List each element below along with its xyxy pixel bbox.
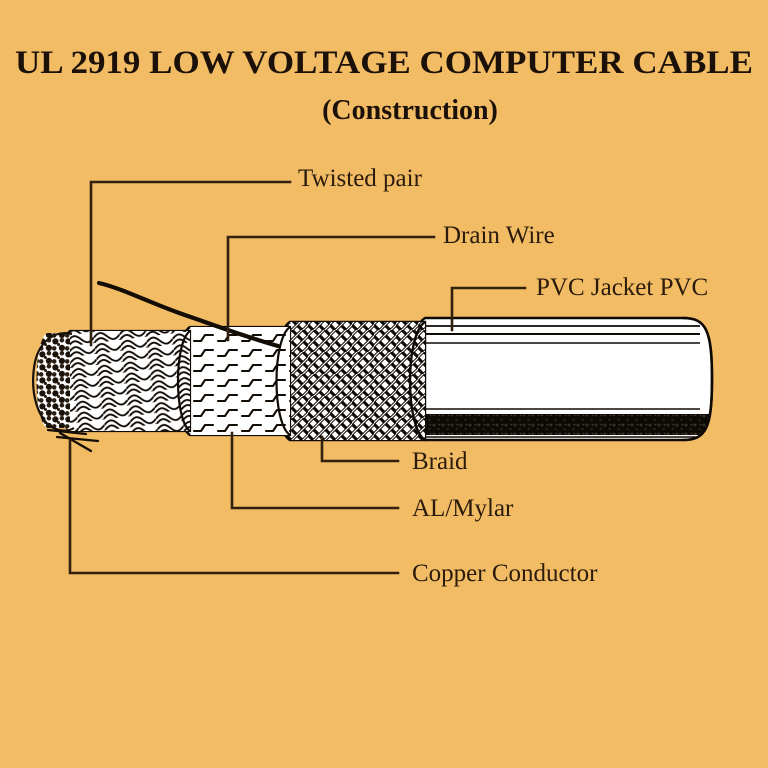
twisted-strand-texture xyxy=(58,331,190,431)
label-pvc-jacket: PVC Jacket PVC xyxy=(536,274,708,301)
leader-copper-conductor xyxy=(68,438,400,575)
stray-strand-ends xyxy=(46,428,100,453)
cable-illustration xyxy=(32,280,714,453)
label-twisted-pair: Twisted pair xyxy=(298,165,423,192)
leader-lines xyxy=(68,180,527,575)
leader-al-mylar xyxy=(230,431,400,510)
drain-wire-strand xyxy=(96,280,281,349)
label-al-mylar: AL/Mylar xyxy=(412,495,514,522)
figure-subtitle: (Construction) xyxy=(322,95,498,126)
jacket-shadow-band xyxy=(409,414,712,435)
label-copper-conductor: Copper Conductor xyxy=(412,560,598,587)
layer-pvc-jacket xyxy=(408,316,714,442)
leader-pvc-jacket xyxy=(450,286,527,332)
leader-braid xyxy=(320,435,400,463)
layer-braid xyxy=(273,320,427,442)
label-braid: Braid xyxy=(412,448,468,475)
copper-strand-stipple xyxy=(36,333,70,428)
leader-drain-wire xyxy=(226,235,436,342)
label-drain-wire: Drain Wire xyxy=(443,222,555,249)
layer-twisted-pair xyxy=(56,329,192,433)
figure-title: UL 2919 LOW VOLTAGE COMPUTER CABLE xyxy=(15,45,753,81)
leader-twisted-pair xyxy=(89,180,292,347)
layer-copper-conductor xyxy=(32,332,100,453)
braid-weave-texture xyxy=(275,322,425,440)
